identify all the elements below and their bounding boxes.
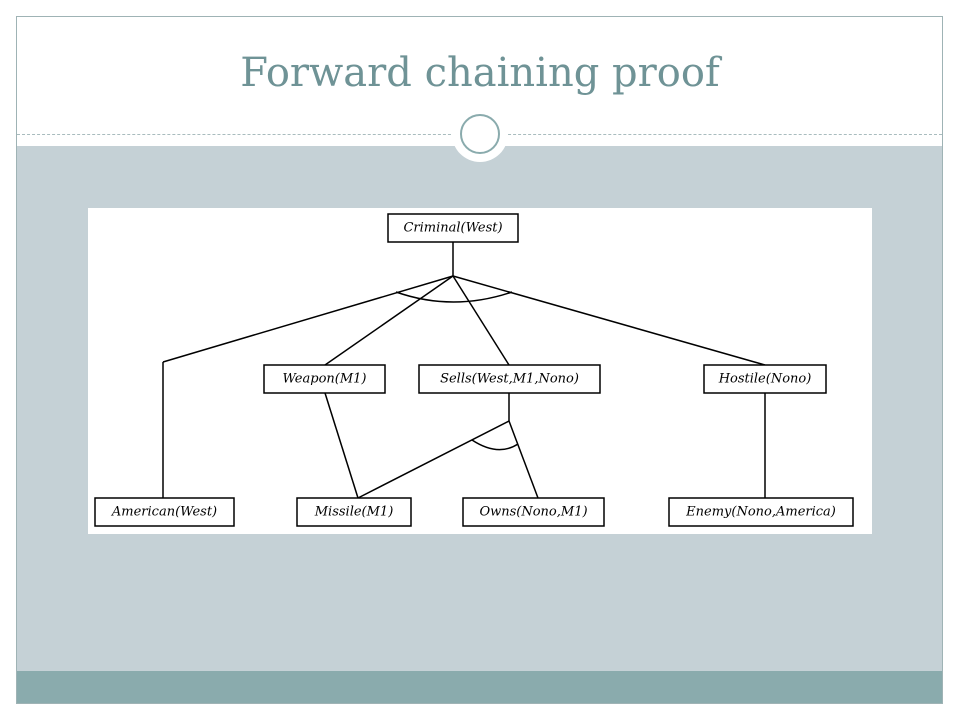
node-hostile: Hostile(Nono) (718, 372, 812, 387)
edge-weapon-missile (324, 392, 359, 499)
node-box-enemy (668, 497, 854, 527)
slide-title: Forward chaining proof (240, 50, 720, 96)
edge-join-american (162, 275, 454, 363)
node-weapon: Weapon(M1) (283, 372, 367, 387)
node-box-criminal (387, 213, 519, 243)
node-box-missile (296, 497, 412, 527)
node-enemy: Enemy(Nono,America) (685, 505, 836, 520)
conjunction-arc-top (395, 291, 513, 303)
node-owns: Owns(Nono,M1) (479, 505, 587, 520)
node-american: American(West) (111, 505, 217, 520)
edge-join-hostile (452, 275, 766, 366)
edge-sells-missile (357, 420, 510, 499)
node-box-american (94, 497, 235, 527)
node-box-hostile (703, 364, 827, 394)
edge-join-sells (452, 275, 510, 366)
proof-tree-svg: Criminal(West) Weapon(M1) Sells(West,M1,… (94, 213, 854, 527)
node-missile: Missile(M1) (314, 505, 394, 520)
node-box-owns (462, 497, 605, 527)
node-sells: Sells(West,M1,Nono) (440, 372, 579, 387)
edge-join-weapon (324, 275, 454, 366)
divider-ring-icon (452, 106, 508, 162)
conjunction-arc-sells (471, 439, 519, 451)
footer-band (17, 671, 942, 703)
edge-sells-owns (508, 420, 539, 499)
node-box-weapon (263, 364, 386, 394)
node-box-sells (418, 364, 601, 394)
proof-tree-diagram: Criminal(West) Weapon(M1) Sells(West,M1,… (88, 208, 872, 534)
node-criminal: Criminal(West) (403, 221, 502, 236)
